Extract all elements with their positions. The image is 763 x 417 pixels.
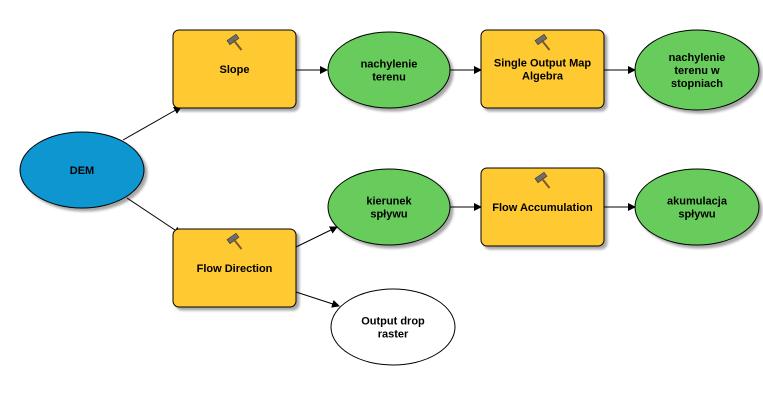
node-label-line: raster [378, 329, 409, 341]
node-label-line: Flow Direction [197, 263, 273, 275]
node-dem[interactable]: DEM [19, 131, 145, 209]
hammer-icon [534, 33, 551, 51]
hammer-icon [226, 33, 243, 51]
data-ellipse [634, 29, 760, 111]
node-label-line: terenu w [674, 65, 720, 77]
node-label-line: nachylenie [669, 52, 726, 64]
data-ellipse [634, 168, 760, 246]
node-label-line: terenu [372, 72, 406, 84]
tool-box [172, 228, 297, 308]
node-label-line: DEM [70, 165, 94, 177]
connector-dem-to-slope[interactable] [122, 106, 182, 141]
node-label-line: spływu [678, 209, 715, 221]
node-flow-accumulation[interactable]: Flow Accumulation [480, 167, 605, 247]
tool-box [480, 167, 605, 247]
connections-layer [122, 66, 636, 308]
node-slope[interactable]: Slope [172, 29, 297, 109]
connector-flow-direction-to-kierunek[interactable] [295, 226, 338, 248]
node-label-line: nachylenie [361, 59, 418, 71]
tool-box [172, 29, 297, 109]
output-ellipse [330, 288, 456, 366]
input-ellipse [19, 131, 145, 209]
data-ellipse [327, 31, 451, 109]
node-label-line: kierunek [366, 196, 412, 208]
hammer-icon [226, 232, 243, 250]
hammer-icon [534, 171, 551, 189]
tool-box [480, 29, 605, 109]
node-label-line: stopniach [671, 78, 723, 90]
node-label-line: Output drop [361, 316, 425, 328]
node-flow-direction[interactable]: Flow Direction [172, 228, 297, 308]
node-label-line: Slope [220, 64, 250, 76]
node-label-line: akumulacja [667, 196, 728, 208]
node-label-line: Algebra [522, 71, 564, 83]
node-label-line: Single Output Map [494, 58, 591, 70]
connector-dem-to-flow-direction[interactable] [126, 197, 182, 235]
connector-flow-direction-to-output-drop[interactable] [295, 291, 340, 308]
node-label-line: Flow Accumulation [492, 202, 593, 214]
data-ellipse [327, 168, 451, 246]
node-label-line: spływu [370, 209, 407, 221]
